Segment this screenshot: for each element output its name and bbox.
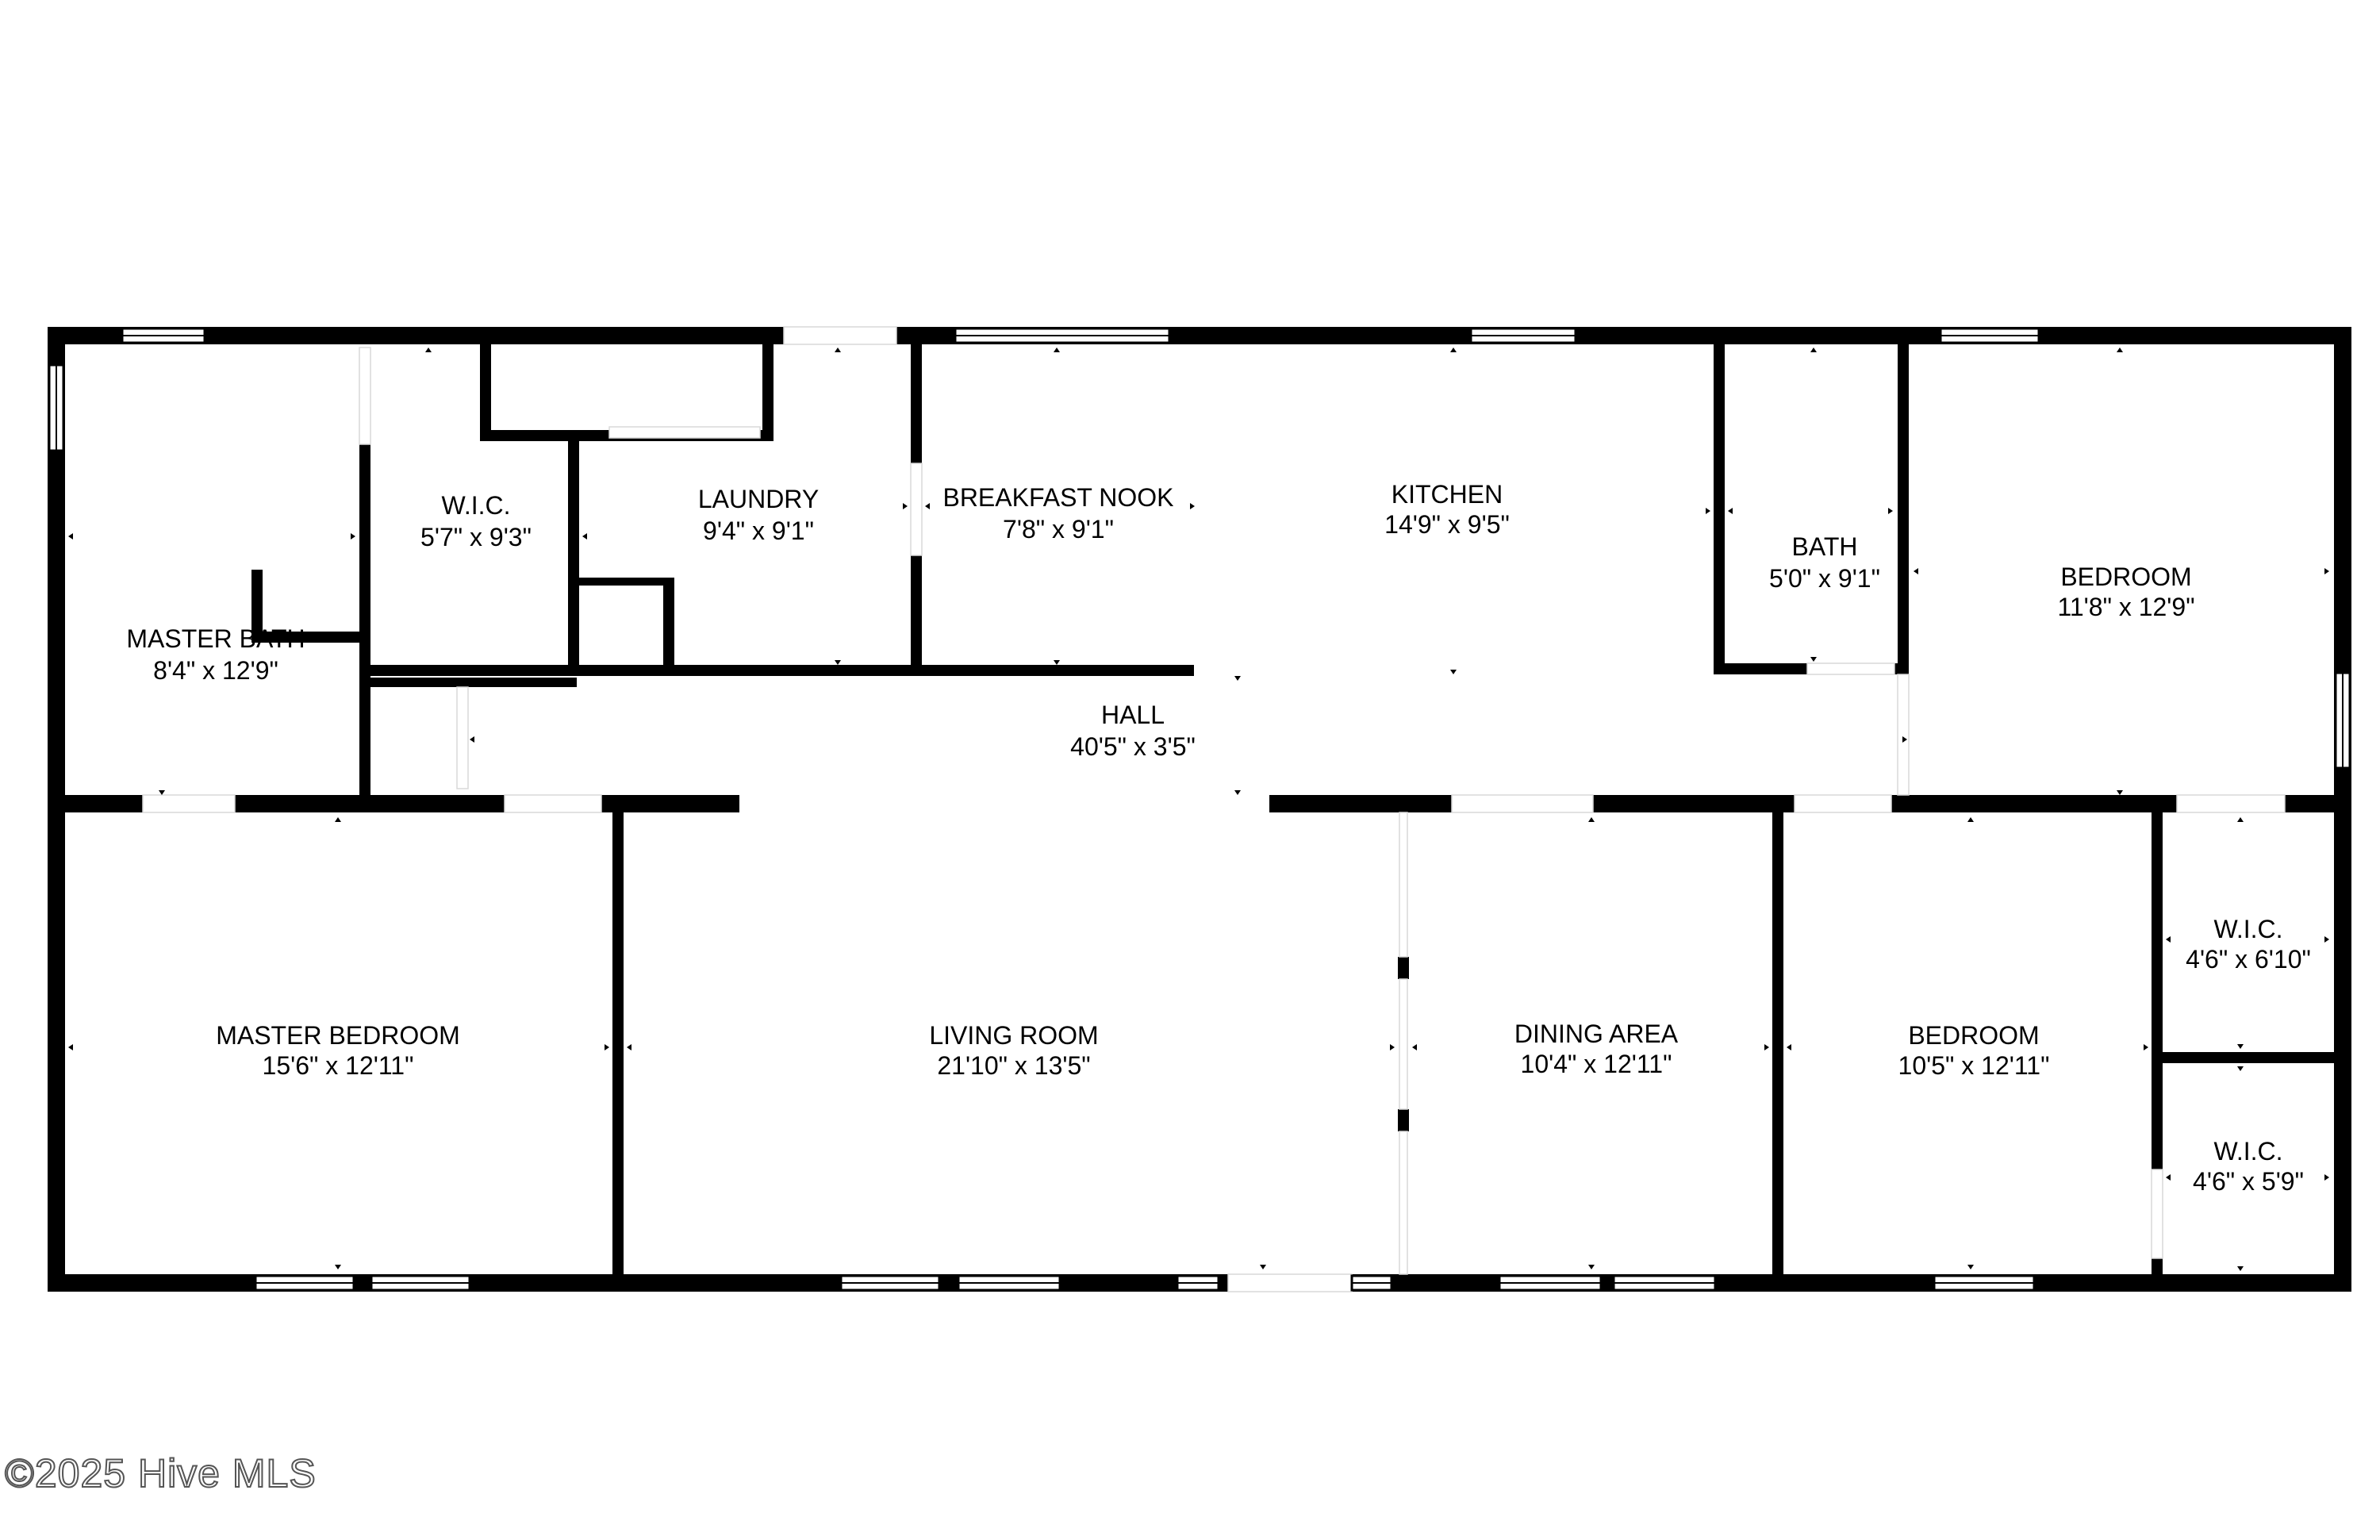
breakfast-nook-dim: 7'8" x 9'1" [1003, 515, 1114, 543]
bedroom-2-dim: 10'5" x 12'11" [1898, 1051, 2050, 1080]
bath-name: BATH [1792, 532, 1858, 561]
wic-2-name: W.I.C. [2213, 915, 2282, 943]
kitchen-dim: 14'9" x 9'5" [1384, 510, 1510, 539]
dining-area-dim: 10'4" x 12'11" [1521, 1050, 1672, 1078]
breakfast-nook-name: BREAKFAST NOOK [942, 483, 1173, 512]
bedroom-2-name: BEDROOM [1908, 1021, 2039, 1050]
master-bedroom-dim: 15'6" x 12'11" [263, 1051, 414, 1080]
bedroom-1-dim: 11'8" x 12'9" [2057, 593, 2194, 621]
hall-dim: 40'5" x 3'5" [1070, 732, 1196, 761]
kitchen-name: KITCHEN [1392, 480, 1503, 509]
wic-1-dim: 5'7" x 9'3" [420, 523, 532, 551]
dining-area-name: DINING AREA [1514, 1020, 1679, 1048]
living-room-name: LIVING ROOM [929, 1021, 1098, 1050]
laundry-name: LAUNDRY [698, 485, 819, 513]
wic-1-name: W.I.C. [441, 491, 510, 520]
master-bath-dim: 8'4" x 12'9" [153, 656, 278, 685]
openings [142, 326, 2286, 1292]
laundry-dim: 9'4" x 9'1" [703, 517, 814, 545]
wic-3-dim: 4'6" x 5'9" [2193, 1167, 2304, 1196]
wic-3-name: W.I.C. [2213, 1137, 2282, 1166]
windows [48, 327, 2351, 1292]
wic-2-dim: 4'6" x 6'10" [2186, 945, 2311, 974]
master-bath-name: MASTER BATH [126, 624, 305, 653]
room-labels: MASTER BATH 8'4" x 12'9" W.I.C. 5'7" x 9… [126, 480, 2310, 1196]
dimension-ticks [68, 348, 2329, 1271]
bedroom-1-name: BEDROOM [2060, 563, 2191, 591]
master-bedroom-name: MASTER BEDROOM [216, 1021, 460, 1050]
bath-dim: 5'0" x 9'1" [1769, 564, 1880, 593]
living-room-dim: 21'10" x 13'5" [937, 1051, 1090, 1080]
hall-name: HALL [1101, 701, 1165, 729]
walls [48, 327, 2351, 1292]
watermark: ©2025 Hive MLS [4, 1450, 317, 1496]
